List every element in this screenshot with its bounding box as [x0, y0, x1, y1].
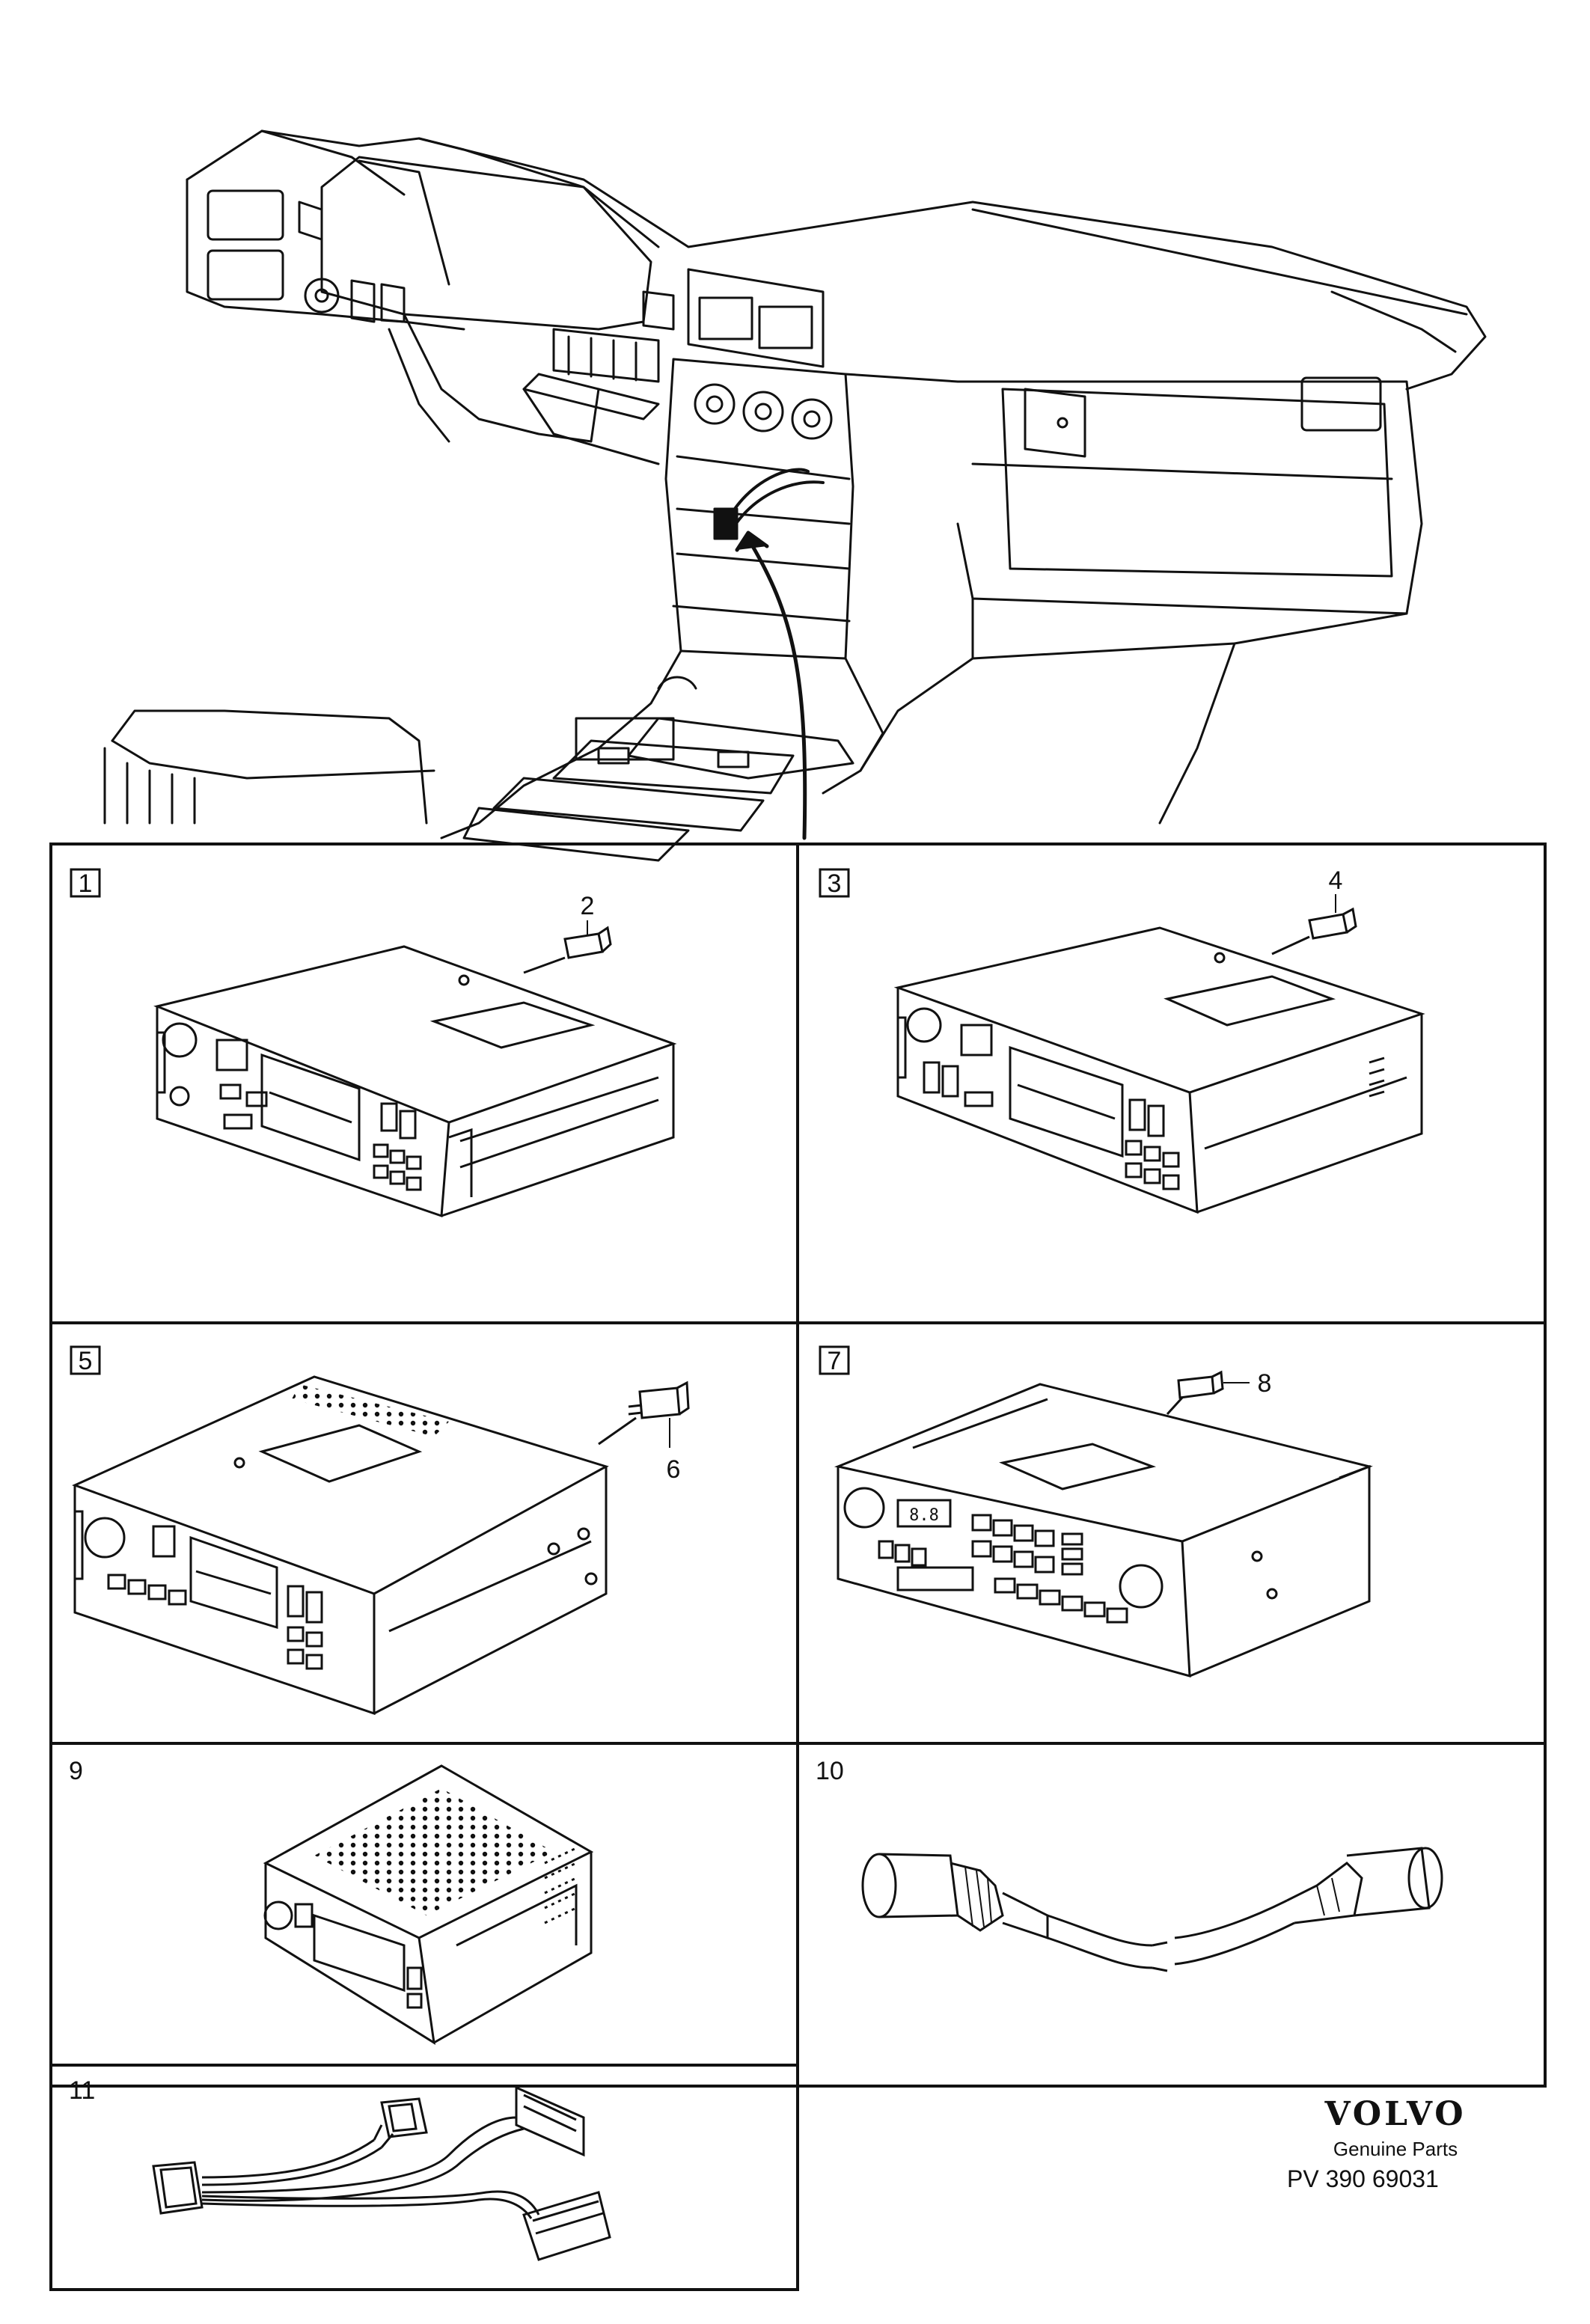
callout-number: 6: [667, 1455, 681, 1484]
callout-number: 2: [581, 892, 595, 920]
radio-cassette-unit: [153, 945, 677, 1218]
radio-cassette-unit: [263, 1764, 594, 2045]
panel-11: 11: [69, 2076, 611, 2261]
panel-10: 10: [816, 1757, 1443, 1972]
panel-number: 3: [828, 869, 842, 898]
panel-number-box: [70, 1345, 101, 1375]
connector-plug: [1271, 907, 1357, 955]
radio-cassette-unit: [893, 926, 1425, 1214]
panel-number: 11: [69, 2076, 95, 2105]
panel-number: 9: [69, 1757, 83, 1785]
connector-plug: [598, 1380, 690, 1446]
radio-cassette-unit: 8.8: [834, 1383, 1373, 1678]
part-catalog-code: PV 390 69031: [1287, 2165, 1439, 2192]
panel-7: 7 8.8 8: [819, 1345, 1373, 1678]
volvo-logo: VOLVO: [1324, 2095, 1467, 2133]
svg-text:8.8: 8.8: [909, 1506, 939, 1525]
panel-number: 5: [79, 1347, 93, 1375]
panel-1: 1 2: [70, 868, 677, 1218]
callout-number: 8: [1258, 1369, 1272, 1398]
antenna-cable: [861, 1847, 1443, 1972]
panel-5: 5 6: [70, 1345, 690, 1716]
radio-cassette-unit: [72, 1375, 609, 1716]
genuine-parts-text: Genuine Parts: [1333, 2138, 1458, 2160]
panel-number-box: [819, 868, 850, 898]
panel-number: 10: [816, 1757, 844, 1785]
callout-number: 4: [1329, 866, 1343, 895]
panel-3: 3 4: [819, 866, 1425, 1214]
panel-number-box: [819, 1345, 850, 1375]
panel-number: 7: [828, 1347, 842, 1375]
panel-9: 9: [69, 1757, 594, 2045]
volvo-genuine-parts-badge: VOLVO Genuine Parts PV 390 69031: [1272, 2095, 1519, 2193]
connector-plug: [1166, 1370, 1224, 1416]
panel-grid: [49, 843, 1547, 2291]
dashboard-illustration: [103, 129, 1487, 862]
wiring-harness: [152, 2085, 611, 2261]
panel-number: 1: [79, 869, 93, 898]
panel-number-box: [70, 868, 101, 898]
connector-plug: [523, 926, 612, 974]
